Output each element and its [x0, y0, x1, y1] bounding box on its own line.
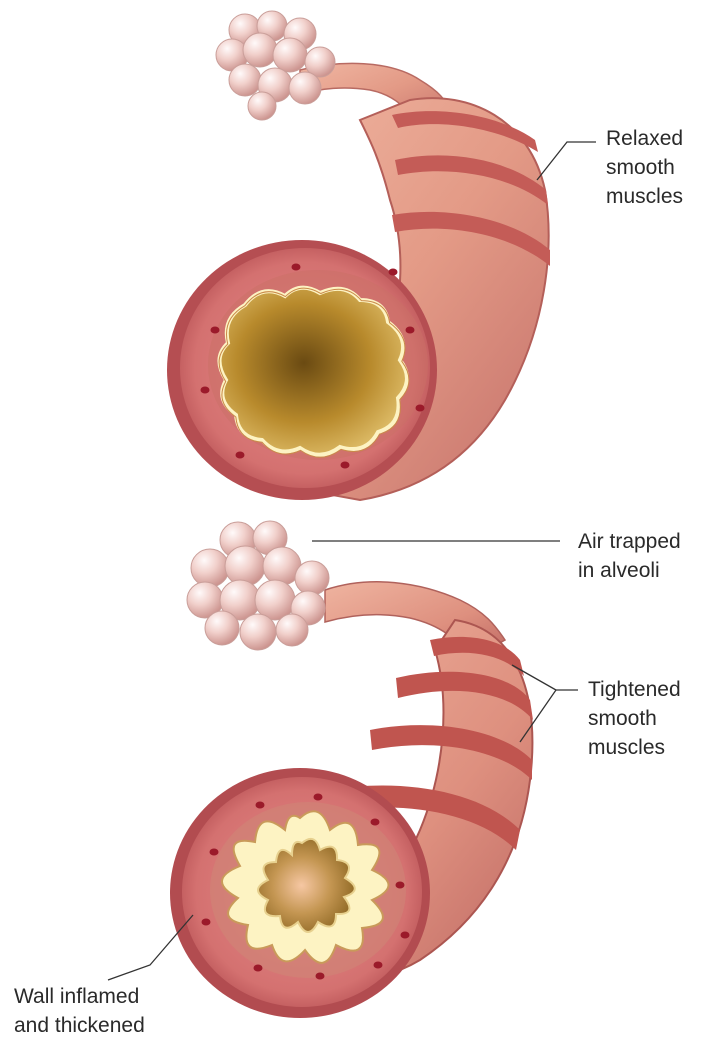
alveoli-cluster-icon [187, 521, 329, 650]
alveoli-cluster-icon [216, 11, 335, 120]
tightened-airway [108, 521, 578, 1018]
label-line: Tightened [588, 675, 681, 704]
label-line: muscles [606, 182, 683, 211]
relaxed-cross-section [167, 240, 437, 500]
relaxed-airway [167, 11, 596, 500]
label-wall-inflamed: Wall inflamed and thickened [14, 982, 145, 1040]
label-line: smooth [588, 704, 681, 733]
label-line: smooth [606, 153, 683, 182]
label-line: muscles [588, 733, 681, 762]
label-tightened-smooth-muscles: Tightened smooth muscles [588, 675, 681, 762]
tightened-cross-section [170, 768, 430, 1018]
label-line: Wall inflamed [14, 982, 145, 1011]
label-relaxed-smooth-muscles: Relaxed smooth muscles [606, 124, 683, 211]
label-line: in alveoli [578, 556, 681, 585]
label-line: and thickened [14, 1011, 145, 1040]
label-air-trapped: Air trapped in alveoli [578, 527, 681, 585]
label-line: Relaxed [606, 124, 683, 153]
label-line: Air trapped [578, 527, 681, 556]
